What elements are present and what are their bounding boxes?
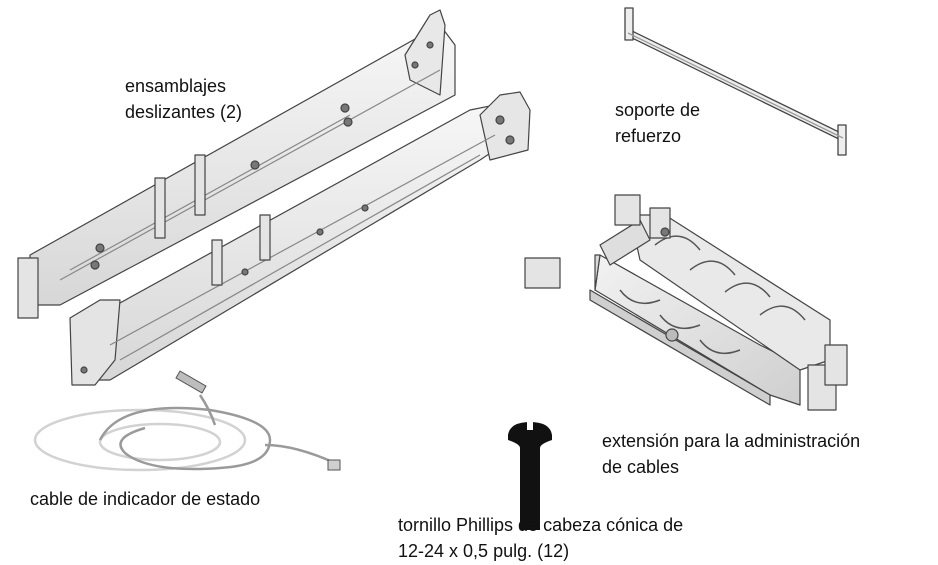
support-bracket-icon	[624, 7, 847, 156]
label-screw-line1: tornillo Phillips de cabeza cónica de	[398, 515, 684, 535]
label-cable-management: extensión para la administración de cabl…	[602, 428, 860, 480]
label-support-bracket-line1: soporte de	[615, 100, 701, 120]
label-cable-management-line2: de cables	[602, 457, 680, 477]
label-screw: tornillo Phillips de cabeza cónica de 12…	[398, 512, 683, 564]
label-slide-assemblies: ensamblajes deslizantes (2)	[125, 73, 242, 125]
label-status-cable: cable de indicador de estado	[30, 486, 260, 512]
label-cable-management-line1: extensión para la administración	[602, 431, 861, 451]
label-support-bracket: soporte de refuerzo	[615, 97, 700, 149]
label-screw-line2: 12-24 x 0,5 pulg. (12)	[398, 541, 570, 561]
label-slide-assemblies-line1: ensamblajes	[125, 76, 227, 96]
cable-management-arm-icon	[524, 194, 848, 411]
label-status-cable-line1: cable de indicador de estado	[30, 489, 261, 509]
status-indicator-cable-icon	[33, 370, 341, 472]
slide-rail-assembly-icon	[17, 9, 531, 386]
label-slide-assemblies-line2: deslizantes (2)	[125, 102, 243, 122]
phillips-screw-icon	[508, 422, 552, 530]
label-support-bracket-line2: refuerzo	[615, 126, 682, 146]
